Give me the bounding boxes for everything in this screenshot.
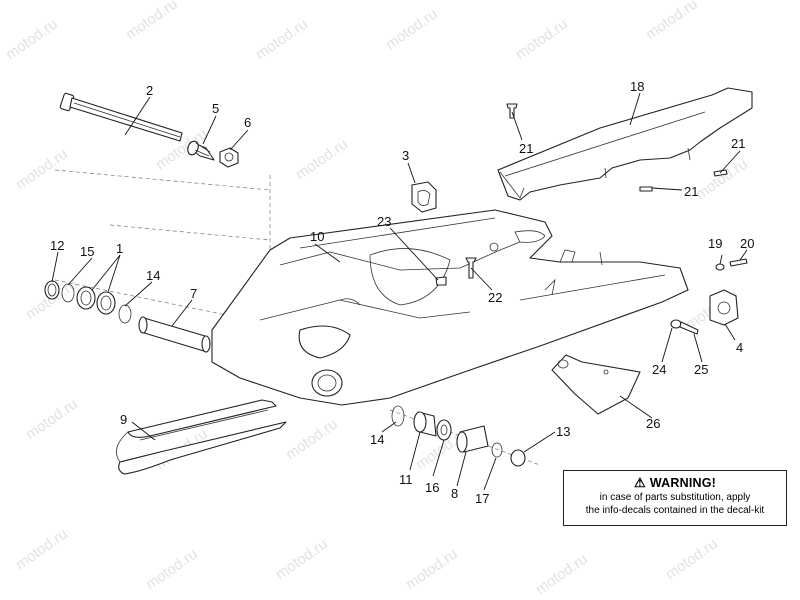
pivot-tube xyxy=(138,316,211,353)
callout-25: 25 xyxy=(694,362,708,377)
watermark: motod.ru xyxy=(123,0,181,43)
swingarm xyxy=(211,209,689,406)
chain-guard xyxy=(497,87,753,201)
watermark: motod.ru xyxy=(513,15,571,63)
warning-box: ⚠WARNING! in case of parts substitution,… xyxy=(563,470,787,526)
warning-heading: ⚠WARNING! xyxy=(564,475,786,491)
callout-6: 6 xyxy=(244,115,251,130)
callout-3: 3 xyxy=(402,148,409,163)
spacer xyxy=(187,140,215,161)
warning-title: WARNING! xyxy=(649,476,717,490)
callout-13: 13 xyxy=(556,424,570,439)
brake-bracket xyxy=(551,354,641,415)
warning-line-2: the info-decals contained in the decal-k… xyxy=(585,505,765,516)
callout-labels: 2 5 6 3 18 21 21 21 10 23 22 1 12 15 14 … xyxy=(50,79,754,506)
callout-15: 15 xyxy=(80,244,94,259)
callout-19: 19 xyxy=(708,236,722,251)
callout-8: 8 xyxy=(451,486,458,501)
callout-10: 10 xyxy=(310,229,324,244)
left-bearing-stack xyxy=(44,280,132,324)
callout-24: 24 xyxy=(652,362,666,377)
callout-16: 16 xyxy=(425,480,439,495)
watermark: motod.ru xyxy=(403,545,461,593)
callout-21: 21 xyxy=(731,136,745,151)
callout-23: 23 xyxy=(377,214,391,229)
callout-22: 22 xyxy=(488,290,502,305)
watermark: motod.ru xyxy=(693,155,751,203)
watermark: motod.ru xyxy=(533,550,591,598)
watermark: motod.ru xyxy=(143,545,201,593)
watermark: motod.ru xyxy=(663,535,721,583)
callout-18: 18 xyxy=(630,79,644,94)
right-bearing-stack xyxy=(391,405,526,467)
callout-4: 4 xyxy=(736,340,743,355)
watermark: motod.ru xyxy=(273,535,331,583)
pivot-bolt xyxy=(59,92,183,142)
callout-26: 26 xyxy=(646,416,660,431)
watermark: motod.ru xyxy=(13,525,71,573)
callout-20: 20 xyxy=(740,236,754,251)
callout-21: 21 xyxy=(519,141,533,156)
callout-5: 5 xyxy=(212,101,219,116)
chain-slider xyxy=(116,399,287,475)
watermark: motod.ru xyxy=(283,415,341,463)
callout-2: 2 xyxy=(146,83,153,98)
callout-21: 21 xyxy=(684,184,698,199)
callout-9: 9 xyxy=(120,412,127,427)
watermark: motod.ru xyxy=(253,15,311,63)
callout-14: 14 xyxy=(146,268,160,283)
warning-triangle-icon: ⚠ xyxy=(633,475,646,490)
right-pivot-parts xyxy=(709,258,748,326)
nut xyxy=(219,147,239,168)
callout-11: 11 xyxy=(399,472,413,487)
bracket-fasteners xyxy=(670,319,699,335)
watermark: motod.ru xyxy=(293,135,351,183)
warning-line-1: in case of parts substitution, apply xyxy=(599,492,751,503)
watermark: motod.ru xyxy=(383,5,441,53)
callout-14: 14 xyxy=(370,432,384,447)
watermark: motod.ru xyxy=(643,0,701,43)
watermark: motod.ru xyxy=(13,145,71,193)
watermark: motod.ru xyxy=(3,15,61,63)
callout-17: 17 xyxy=(475,491,489,506)
watermark: motod.ru xyxy=(23,395,81,443)
callout-1: 1 xyxy=(116,241,123,256)
callout-7: 7 xyxy=(190,286,197,301)
plug xyxy=(411,181,437,213)
callout-12: 12 xyxy=(50,238,64,253)
leader-lines xyxy=(51,92,748,491)
